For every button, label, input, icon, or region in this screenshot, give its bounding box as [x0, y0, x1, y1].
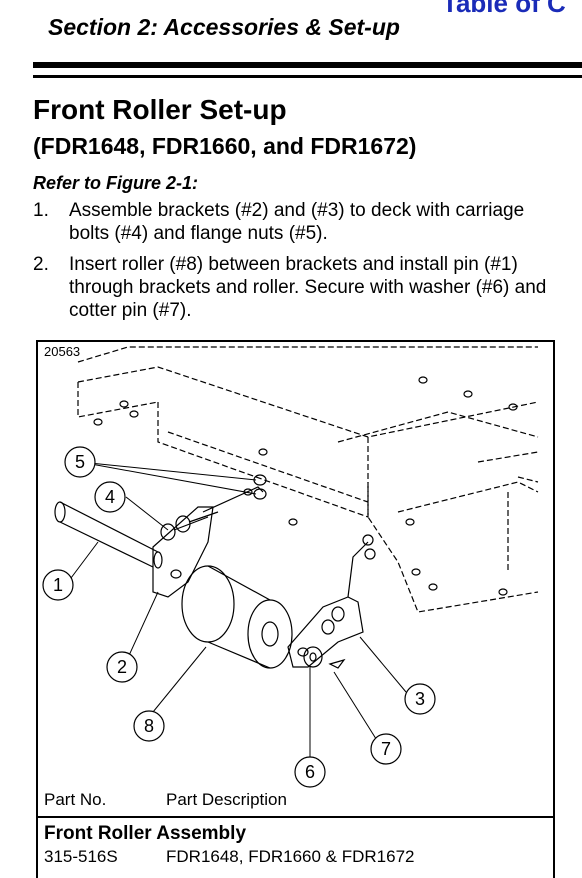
- step-text: Assemble brackets (#2) and (#3) to deck …: [69, 200, 525, 244]
- instruction-steps: 1. Assemble brackets (#2) and (#3) to de…: [33, 199, 553, 330]
- left-bracket-part-2: [152, 486, 264, 598]
- column-part-no: Part No.: [44, 790, 107, 809]
- callout-3: 3: [415, 689, 425, 709]
- flange-nuts-part-5: [253, 474, 376, 560]
- callout-8: 8: [144, 716, 154, 736]
- washer-part-6: [303, 646, 323, 668]
- roller-part-8: [181, 565, 293, 669]
- cotter-pin-part-7: [328, 658, 346, 669]
- callout-7: 7: [381, 739, 391, 759]
- right-bracket-part-3: [287, 541, 369, 668]
- callout-5: 5: [75, 452, 85, 472]
- step-text: Insert roller (#8) between brackets and …: [69, 254, 547, 321]
- column-part-description: Part Description: [166, 790, 287, 809]
- carriage-bolts-part-4: [160, 511, 219, 541]
- callout-6: 6: [305, 762, 315, 782]
- pin-part-1: [54, 501, 163, 569]
- step-number: 2.: [33, 254, 49, 275]
- step-item: 2. Insert roller (#8) between brackets a…: [33, 253, 553, 322]
- callout-1: 1: [53, 575, 63, 595]
- header-rule-thick: [33, 62, 582, 68]
- section-header: Section 2: Accessories & Set-up: [48, 14, 400, 40]
- row-description: FDR1648, FDR1660 & FDR1672: [166, 847, 415, 866]
- figure-reference: Refer to Figure 2-1:: [33, 173, 199, 193]
- step-item: 1. Assemble brackets (#2) and (#3) to de…: [33, 199, 553, 245]
- deck-holes: [93, 376, 518, 596]
- figure-2-1: 5 4 1 2 8 3 6 7 20563 Part No. Part Desc…: [36, 340, 555, 818]
- roller-assembly-drawing: 5 4 1 2 8 3 6 7: [42, 346, 539, 788]
- figure-id: 20563: [44, 344, 83, 359]
- row-part-no: 315-516S: [44, 847, 118, 866]
- parts-table-body: Front Roller Assembly 315-516S FDR1648, F…: [36, 818, 555, 878]
- callout-circles: [42, 446, 436, 788]
- header-rule-thin: [33, 75, 582, 78]
- callout-labels: 5 4 1 2 8 3 6 7: [53, 452, 425, 782]
- assembly-group-title: Front Roller Assembly: [44, 823, 247, 844]
- table-of-contents-link[interactable]: Table of C: [442, 0, 566, 18]
- callout-4: 4: [105, 487, 115, 507]
- callout-2: 2: [117, 657, 127, 677]
- mower-deck-outline: [77, 346, 539, 613]
- page-title: Front Roller Set-up: [33, 94, 287, 125]
- table-row: 315-516S FDR1648, FDR1660 & FDR1672: [44, 847, 415, 867]
- callout-leaders: [67, 461, 407, 762]
- page-subtitle: (FDR1648, FDR1660, and FDR1672): [33, 133, 417, 159]
- step-number: 1.: [33, 200, 49, 221]
